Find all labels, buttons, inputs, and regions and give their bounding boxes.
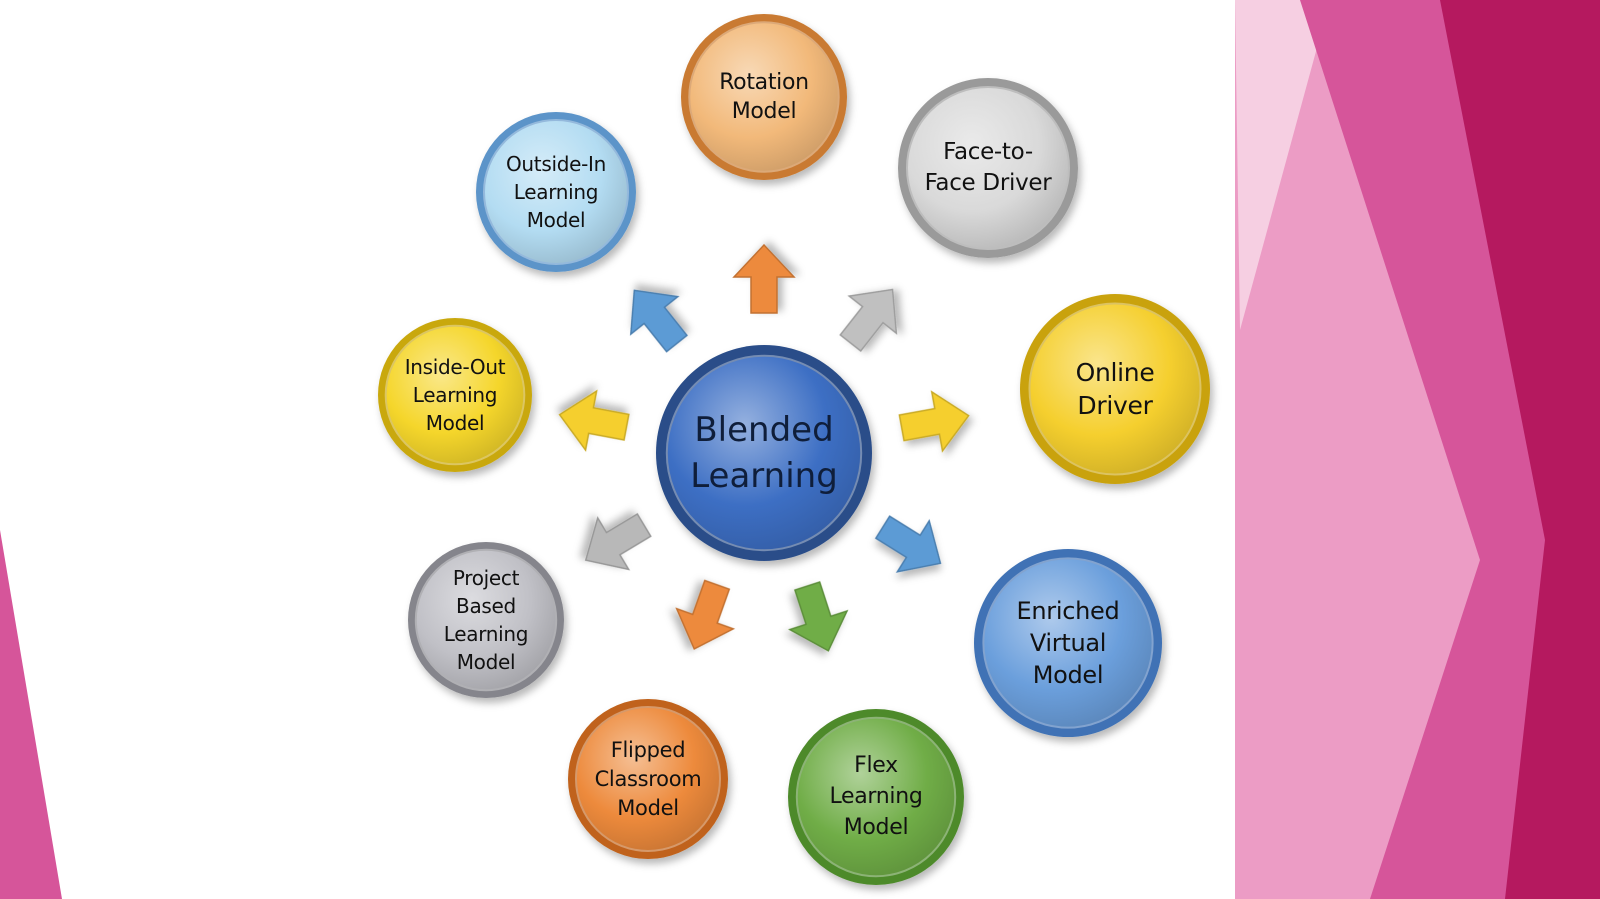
right-decorative-facet-pale — [1235, 0, 1330, 330]
arrow-to-flex-learning-model — [788, 581, 849, 652]
flex-learning-model-circle — [788, 709, 964, 885]
inside-out-learning-model-face — [384, 324, 526, 466]
left-decorative-shape — [0, 530, 62, 899]
rotation-model-label: Rotation Model — [719, 69, 809, 124]
flipped-classroom-model-circle — [568, 699, 728, 859]
project-based-learning-model-circle — [408, 542, 564, 698]
outside-in-learning-model-label: Outside-In Learning Model — [505, 152, 607, 232]
arrow-to-flipped-classroom-model — [675, 579, 736, 650]
right-decorative-facet-dark — [1440, 0, 1600, 899]
outside-in-learning-model-face — [483, 119, 629, 265]
center-node-label: Blended Learning — [690, 409, 838, 496]
flex-learning-model-label: Flex Learning Model — [829, 753, 923, 841]
flipped-classroom-model-face — [575, 706, 721, 852]
arrow-to-inside-out-learning-model — [558, 389, 630, 452]
enriched-virtual-model-label: Enriched Virtual Model — [1016, 596, 1120, 689]
online-driver-circle — [1020, 294, 1210, 484]
inside-out-learning-model-label: Inside-Out Learning Model — [404, 354, 506, 435]
arrow-to-outside-in-learning-model — [629, 289, 688, 353]
arrow-to-online-driver — [898, 390, 970, 453]
center-node-circle — [656, 345, 872, 561]
flipped-classroom-model-label: Flipped Classroom Model — [594, 737, 702, 820]
arrow-to-enriched-virtual-model — [874, 515, 942, 573]
inside-out-learning-model-circle — [378, 318, 532, 472]
face-to-face-driver-circle — [898, 78, 1078, 258]
online-driver-label: Online Driver — [1075, 358, 1155, 420]
circles-layer — [378, 14, 1210, 885]
arrows-layer — [558, 243, 970, 652]
rotation-model-circle — [681, 14, 847, 180]
enriched-virtual-model-face — [982, 557, 1154, 729]
face-to-face-driver-label: Face-to- Face Driver — [924, 139, 1052, 196]
arrow-to-rotation-model — [732, 243, 796, 314]
flex-learning-model-face — [795, 716, 957, 878]
face-to-face-driver-face — [906, 86, 1070, 250]
arrow-to-project-based-learning-model — [584, 512, 652, 571]
outside-in-learning-model-circle — [476, 112, 636, 272]
arrow-to-face-to-face-driver — [839, 288, 898, 353]
project-based-learning-model-label: Project Based Learning Model — [443, 565, 529, 674]
center-node-face — [665, 354, 863, 552]
rotation-model-face — [688, 21, 840, 173]
enriched-virtual-model-circle — [974, 549, 1162, 737]
project-based-learning-model-face — [414, 548, 558, 692]
online-driver-face — [1028, 302, 1202, 476]
